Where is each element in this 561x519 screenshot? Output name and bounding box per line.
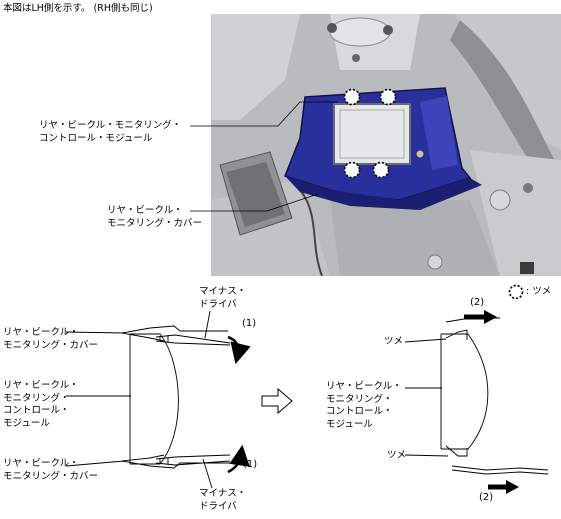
right-sketch: [404, 317, 549, 475]
cover-top-label: リヤ・ビークル・モニタリング・カバー: [3, 327, 99, 351]
vehicle-photo: [211, 14, 561, 276]
step1-top-label: (1): [242, 318, 257, 329]
module-left-label: リヤ・ビークル・モニタリング・ コントロール・モジュール: [3, 380, 79, 429]
cover-bottom-label: リヤ・ビークル・モニタリング・カバー: [3, 458, 99, 482]
claw-markers: [343, 88, 397, 179]
claw-bottom-label: ツメ: [387, 450, 407, 461]
step2-bottom-label: (2): [479, 492, 494, 503]
legend-claw-icon: [508, 284, 524, 300]
module-label: リヤ・ビークル・モニタリング・コントロール・モジュール: [39, 120, 182, 144]
left-sketch: [65, 310, 232, 489]
claw-top-label: ツメ: [384, 336, 404, 347]
cover-label: リヤ・ビークル・モニタリング・カバー: [107, 205, 203, 229]
step1-bottom-label: (1): [243, 459, 258, 470]
step2-top-label: (2): [470, 297, 485, 308]
driver-bottom-label: マイナス・ドライバ: [199, 488, 247, 512]
driver-top-label: マイナス・ドライバ: [199, 286, 247, 310]
side-note: 本図はLH側を示す。 (RH側も同じ): [3, 3, 153, 14]
next-step-arrow-icon: [261, 387, 293, 415]
claw-legend-label: : ツメ: [526, 286, 552, 297]
module-right-label: リヤ・ビークル・モニタリング・ コントロール・モジュール: [326, 381, 402, 430]
